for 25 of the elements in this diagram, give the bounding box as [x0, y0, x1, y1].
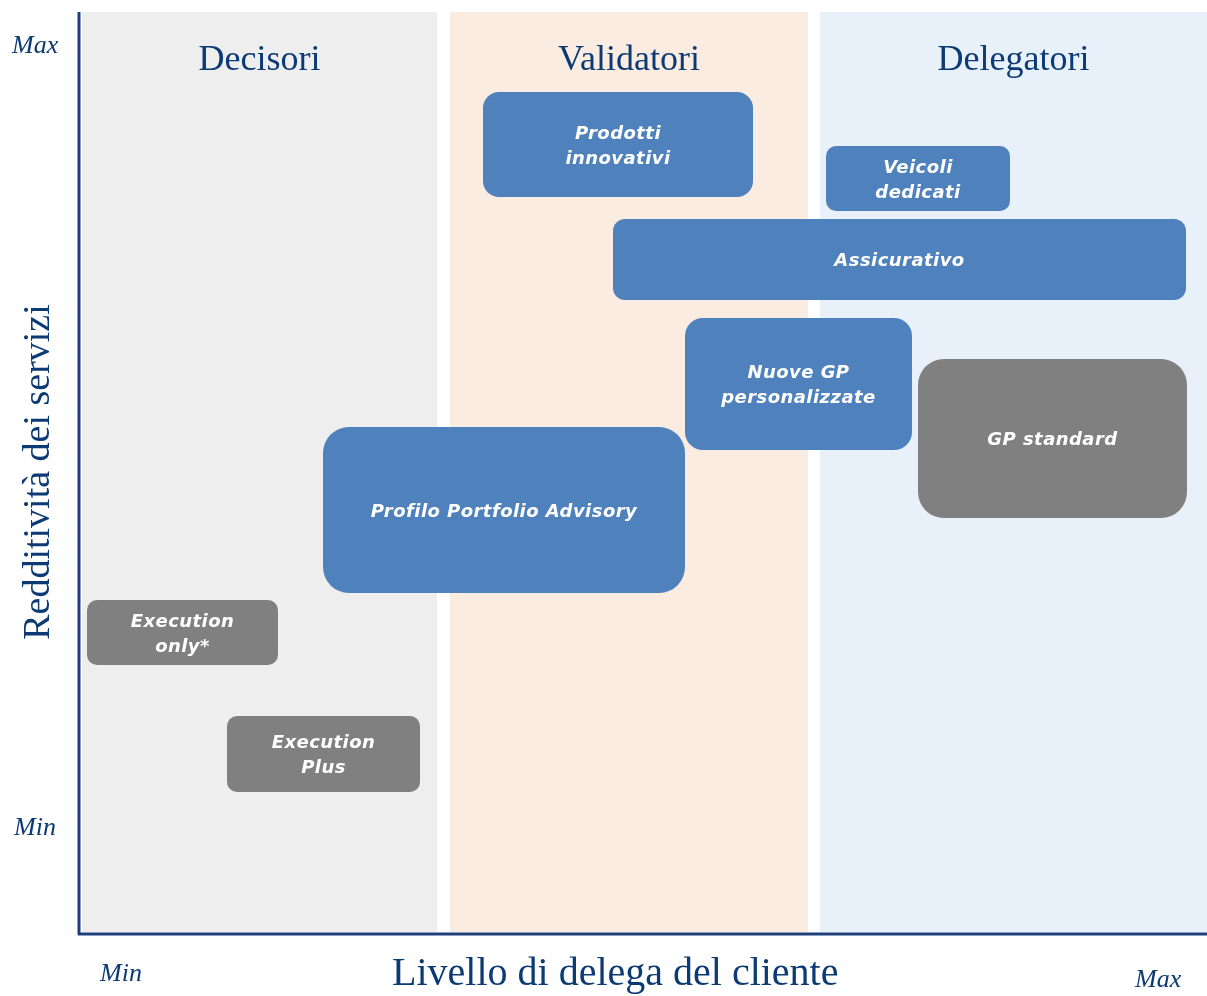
service-box [918, 359, 1187, 518]
axis-title: Redditività dei servizi [17, 304, 55, 640]
axis-label: Min [14, 814, 56, 840]
box-label: Execution Plus [270, 730, 377, 779]
box-label: Execution only* [129, 608, 236, 658]
service-box [613, 219, 1186, 300]
box-label: Profilo Portfolio Advisory [370, 498, 638, 523]
box-label: Assicurativo [834, 248, 965, 272]
axis-label: Max [12, 32, 59, 58]
band-heading: Decisori [198, 37, 321, 80]
service-box [87, 600, 278, 665]
axis-title: Livello di delega del cliente [392, 952, 839, 992]
band-heading: Validatori [558, 37, 700, 80]
box-label: Veicoli dedicati [874, 154, 962, 204]
service-box [227, 716, 420, 792]
box-label: GP standard [987, 427, 1118, 451]
box-label: Prodotti innovativi [564, 120, 672, 170]
service-box [685, 318, 912, 450]
service-box [826, 146, 1010, 211]
axis-label: Max [1135, 966, 1182, 992]
axis-label: Min [100, 960, 142, 986]
service-box [483, 92, 753, 197]
box-label: Nuove GP personalizzate [720, 360, 877, 409]
band-heading: Delegatori [937, 37, 1090, 80]
service-box [323, 427, 685, 593]
